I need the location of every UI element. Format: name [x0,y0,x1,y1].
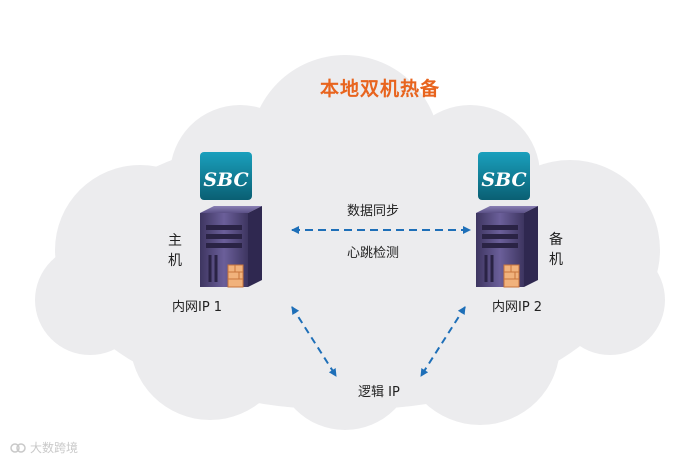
backup-role-label: 备 机 [548,230,564,270]
primary-server: SBC [200,152,262,288]
backup-server: SBC [476,152,538,288]
backup-ip-label: 内网IP 2 [492,300,543,315]
watermark-logo-icon [10,442,26,453]
primary-role-char-2: 机 [168,253,182,269]
heartbeat-label: 心跳检测 [347,246,400,261]
sbc-logo-text-primary: SBC [203,169,248,191]
backup-to-logical-ip-arrow [420,306,466,377]
backup-role-char-1: 备 [549,232,563,248]
logical-ip-label: 逻辑 IP [358,385,400,400]
primary-to-logical-ip-arrow [291,306,337,377]
sync-label: 数据同步 [347,204,400,219]
primary-role-label: 主 机 [167,231,183,271]
primary-role-char-1: 主 [168,233,182,249]
sbc-logo-backup [478,152,530,200]
sbc-logo-text-backup: SBC [481,169,526,191]
watermark-text: 大数跨境 [30,441,79,455]
sbc-logo-primary [200,152,252,200]
backup-role-char-2: 机 [549,252,563,268]
watermark: 大数跨境 [10,439,78,456]
primary-ip-label: 内网IP 1 [172,300,223,315]
diagram-title: 本地双机热备 [319,78,440,100]
